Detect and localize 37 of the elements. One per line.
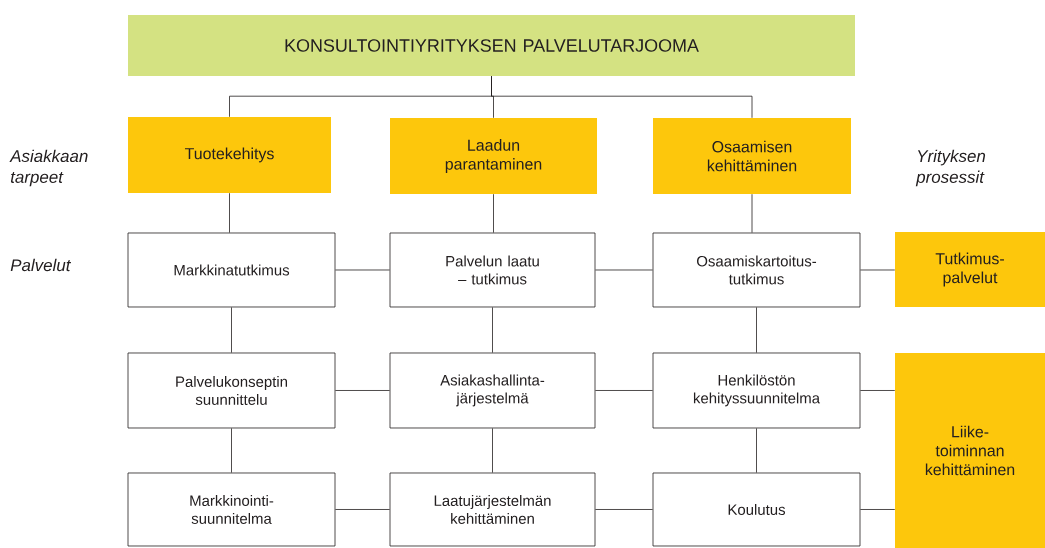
connector-line	[860, 269, 896, 271]
service-box: Koulutus	[652, 472, 861, 547]
connector-line	[595, 509, 653, 510]
connector-line	[229, 192, 230, 233]
service-box: Henkilöstön kehityssuunnitelma	[652, 352, 861, 429]
connector-line	[595, 390, 653, 391]
title-box: KONSULTOINTIYRITYKSEN PALVELUTARJOOMA	[128, 15, 855, 76]
connector-line	[860, 509, 896, 510]
service-box: Palvelun laatu – tutkimus	[389, 232, 596, 308]
connector-line	[860, 390, 896, 391]
axis-label: Asiakkaan tarpeet	[9, 149, 88, 187]
connector-line	[491, 75, 753, 119]
connector-line	[493, 193, 494, 233]
category-box: Tutkimus- palvelut	[895, 232, 1045, 307]
category-box: Liike- toiminnan kehittäminen	[895, 353, 1045, 548]
service-box: Markkinointi- suunnitelma	[127, 472, 336, 547]
connector-line	[751, 193, 753, 233]
category-box: Laadun parantaminen	[390, 118, 597, 194]
service-box: Asiakashallinta- järjestelmä	[389, 352, 596, 429]
connector-line	[492, 428, 493, 473]
connector-line	[595, 269, 653, 271]
category-box: Tuotekehitys	[128, 117, 331, 193]
connector-line	[335, 269, 390, 271]
axis-label: Palvelut	[10, 258, 72, 272]
connector-line	[492, 307, 493, 353]
service-box: Osaamiskartoitus- tutkimus	[652, 232, 861, 308]
service-box: Laatujärjestelmän kehittäminen	[389, 472, 596, 547]
service-box: Markkinatutkimus	[127, 232, 336, 308]
connector-line	[335, 390, 390, 391]
category-box: Osaamisen kehittäminen	[653, 118, 851, 194]
connector-line	[756, 428, 757, 473]
connector-line	[231, 428, 232, 473]
connector-line	[335, 509, 390, 510]
connector-line	[231, 307, 232, 353]
connector-line	[756, 307, 757, 353]
service-box: Palvelukonseptin suunnittelu	[127, 352, 336, 429]
axis-label: Yrityksen prosessit	[915, 149, 986, 187]
